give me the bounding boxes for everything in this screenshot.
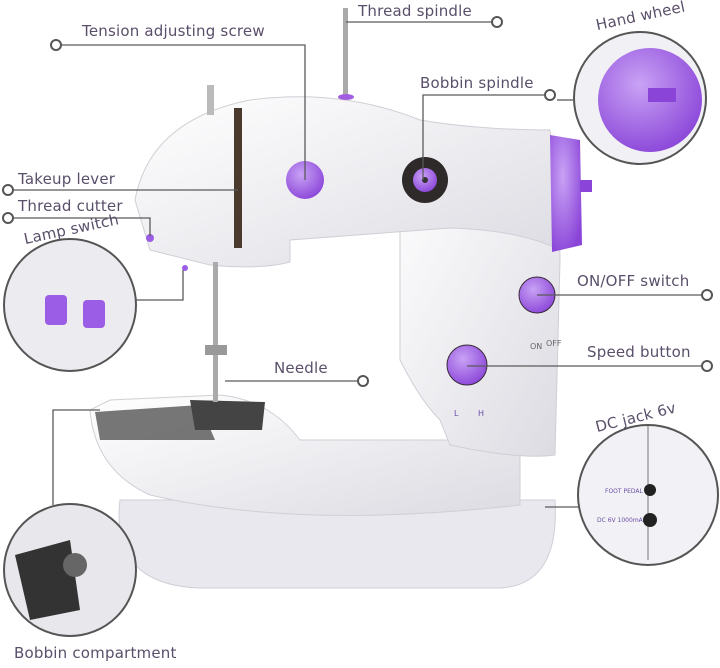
label-thread-spindle: Thread spindle: [358, 2, 472, 20]
label-speed-button: Speed button: [587, 343, 691, 361]
off-marking: OFF: [546, 339, 562, 348]
leader-lines: [14, 21, 701, 508]
label-bobbin-spindle: Bobbin spindle: [420, 74, 534, 92]
label-bobbin-compartment: Bobbin compartment: [14, 644, 177, 662]
label-thread-cutter: Thread cutter: [18, 197, 123, 215]
needle-bar: [213, 262, 218, 402]
inset-foot-pedal-marking: FOOT PEDAL: [605, 488, 643, 495]
label-tension-adjusting-screw: Tension adjusting screw: [82, 22, 265, 40]
thread-spindle: [343, 8, 348, 96]
label-takeup-lever: Takeup lever: [18, 170, 116, 188]
spool-pin: [207, 85, 214, 115]
inset-hand-wheel: [573, 31, 707, 165]
hand-wheel: [550, 135, 582, 252]
inset-dc-rating-marking: DC 6V 1000mA: [597, 517, 644, 524]
inset-bobbin-compartment: [3, 503, 137, 637]
inset-dc-jack: [577, 424, 719, 566]
label-needle: Needle: [274, 359, 328, 377]
low-marking: L: [454, 409, 459, 418]
leader-end-circles: [2, 16, 713, 387]
speed-button: [446, 344, 488, 386]
takeup-lever-bar: [234, 108, 242, 248]
high-marking: H: [478, 409, 484, 418]
inset-lamp-switch: [3, 238, 137, 372]
machine-base: [89, 394, 556, 589]
on-marking: ON: [530, 342, 542, 351]
label-on-off-switch: ON/OFF switch: [577, 272, 690, 290]
